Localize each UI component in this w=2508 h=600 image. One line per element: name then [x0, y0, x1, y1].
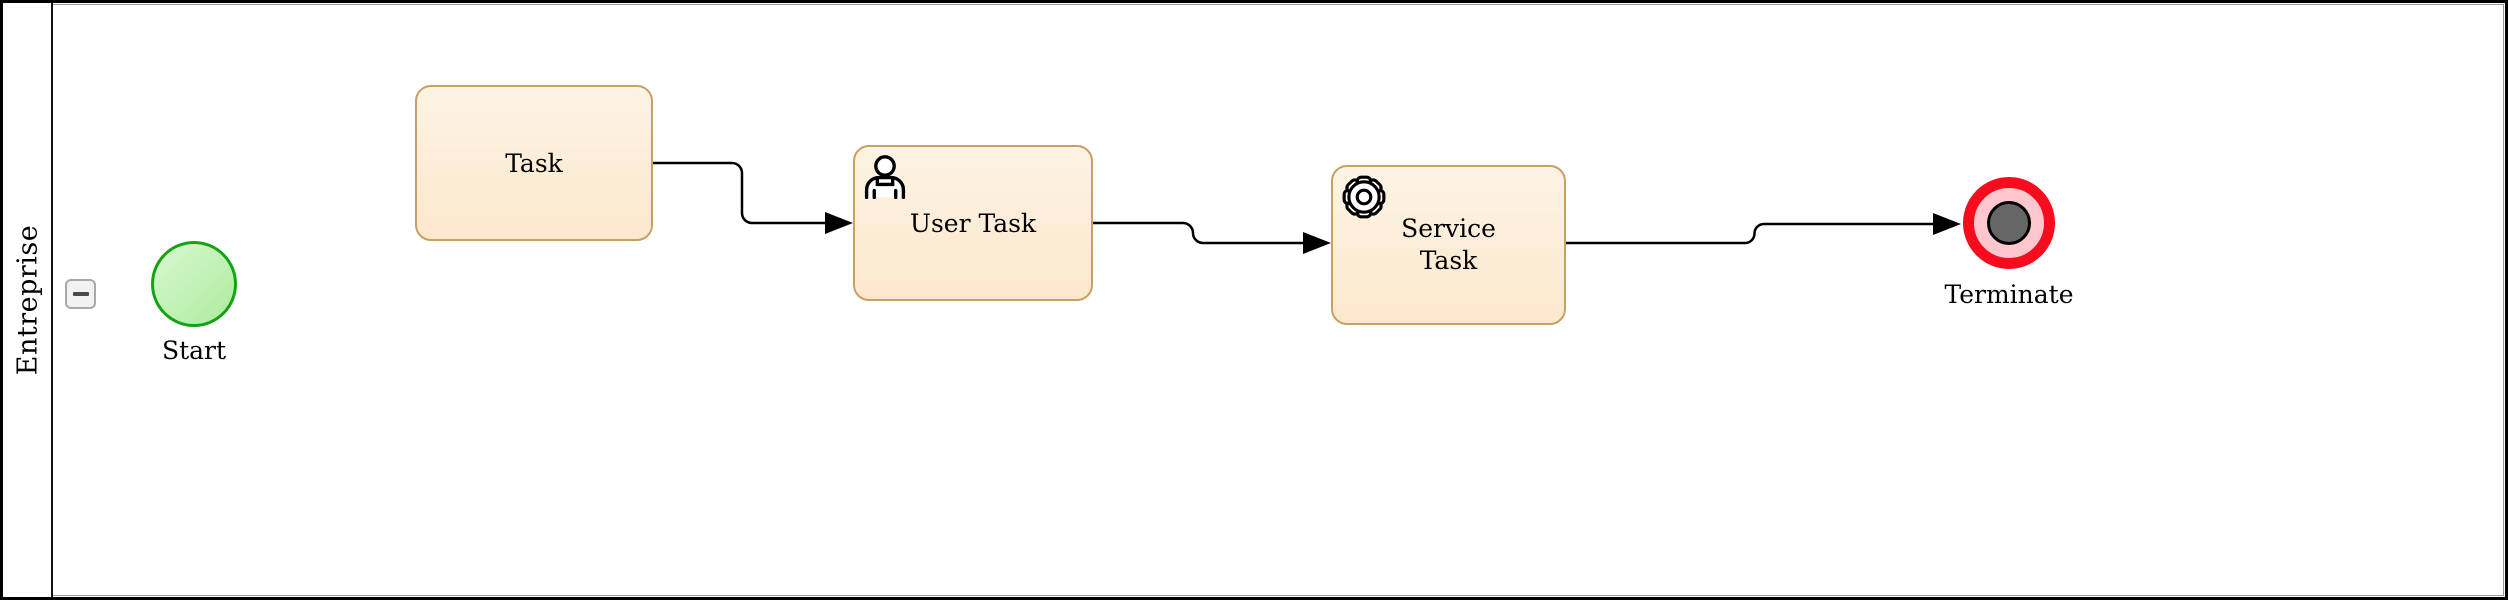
sequence-flows-layer — [653, 161, 1961, 254]
arrowhead-icon — [1933, 213, 1961, 235]
flow-service-task-to-terminate[interactable] — [1566, 222, 1933, 245]
arrowhead-icon — [1303, 232, 1331, 254]
terminate-core-icon — [1987, 201, 2031, 245]
pool-header[interactable]: Entreprise — [3, 3, 53, 597]
service-task-node[interactable]: Service Task — [1331, 165, 1566, 325]
task-label: Task — [505, 148, 563, 178]
pool-collapse-button[interactable] — [65, 279, 96, 309]
minus-icon — [72, 292, 89, 296]
user-task-node[interactable]: User Task — [853, 145, 1093, 301]
flow-user-task-to-service-task[interactable] — [1093, 221, 1303, 245]
user-task-label: User Task — [909, 208, 1037, 238]
arrowhead-icon — [825, 212, 853, 234]
flow-task-to-user-task[interactable] — [653, 161, 825, 225]
user-icon — [864, 155, 906, 199]
task-node[interactable]: Task — [415, 85, 653, 241]
start-event[interactable] — [151, 241, 237, 327]
gear-icon — [1342, 175, 1386, 219]
start-event-label: Start — [161, 336, 227, 365]
service-task-label: Service Task — [1401, 213, 1496, 276]
terminate-event-label: Terminate — [1944, 280, 2074, 309]
terminate-end-event[interactable] — [1963, 177, 2055, 269]
